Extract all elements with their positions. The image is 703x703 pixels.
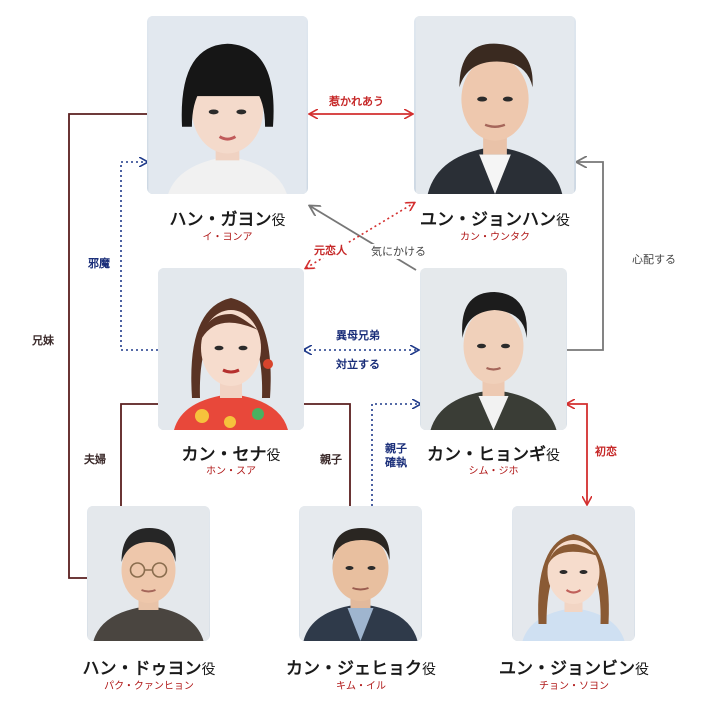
char-name-yun-jonghan: ユン・ジョンハン役: [420, 210, 570, 230]
portrait-han-gayon: [147, 16, 308, 194]
rel-label-obstacle: 邪魔: [86, 256, 112, 271]
portrait-kang-jehyok: [299, 506, 422, 641]
char-name-han-duyon: ハン・ドゥヨン役: [82, 659, 216, 679]
line-worries: [567, 162, 604, 351]
char-name-kang-sena: カン・セナ役: [181, 445, 281, 465]
rel-label-couple: 夫婦: [84, 453, 106, 466]
line-first-love: [567, 404, 587, 504]
rel-label-attracted: 惹かれあう: [326, 94, 387, 109]
rel-label-conflict: 対立する: [334, 357, 382, 372]
rel-label-first-love: 初恋: [592, 444, 620, 459]
actor-name-kang-hyongi: シム・ジホ: [468, 466, 519, 477]
actor-name-yun-jonghan: カン・ウンタク: [460, 232, 530, 243]
rel-label-ex-lovers: 元恋人: [311, 243, 350, 258]
actor-name-han-duyon: パク・クァンヒョン: [104, 681, 194, 692]
rel-label-siblings: 兄妹: [32, 334, 54, 347]
rel-label-cares: 気にかける: [369, 244, 428, 259]
actor-name-han-gayon: イ・ヨンア: [202, 232, 253, 243]
rel-label-parent-child: 親子: [320, 453, 342, 466]
char-name-yun-jongbin: ユン・ジョンビン役: [499, 659, 649, 679]
portrait-kang-hyongi: [420, 268, 567, 430]
portrait-yun-jonghan: [414, 16, 576, 194]
line-parent-child-feud: [371, 404, 420, 506]
char-name-kang-jehyok: カン・ジェヒョク役: [286, 659, 436, 679]
char-name-kang-hyongi: カン・ヒョンギ役: [427, 445, 560, 465]
rel-label-half-brother: 異母兄弟: [334, 328, 382, 343]
actor-name-yun-jongbin: チョン・ソヨン: [539, 681, 609, 692]
line-obstacle: [120, 162, 158, 351]
rel-label-parent-child-feud: 親子確執: [380, 442, 412, 470]
char-name-han-gayon: ハン・ガヨン役: [169, 210, 286, 230]
portrait-han-duyon: [87, 506, 210, 641]
line-parent-child: [304, 403, 351, 506]
rel-label-worries: 心配する: [630, 252, 678, 267]
line-couple: [120, 403, 158, 506]
line-siblings: [68, 113, 147, 579]
portrait-kang-sena: [158, 268, 304, 430]
portrait-yun-jongbin: [512, 506, 635, 641]
actor-name-kang-sena: ホン・スア: [206, 466, 256, 477]
actor-name-kang-jehyok: キム・イル: [336, 681, 386, 692]
